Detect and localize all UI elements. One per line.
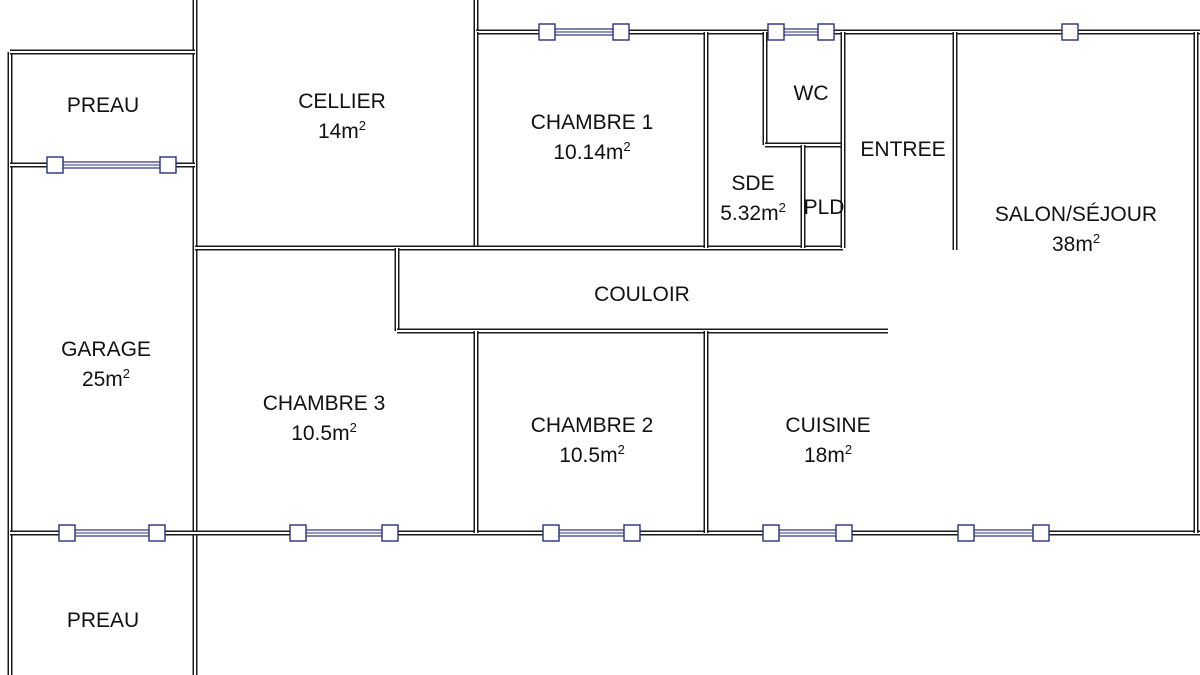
room-area: 25m2 — [81, 366, 131, 391]
room-sde: SDE 5.32m2 — [720, 169, 786, 229]
window — [58, 524, 166, 542]
room-area: 38m2 — [1051, 231, 1101, 256]
room-name: SALON/SÉJOUR — [994, 203, 1158, 226]
room-pld: PLD — [804, 193, 845, 223]
window — [289, 524, 399, 542]
room-salon-sejour: SALON/SÉJOUR 38m2 — [995, 200, 1157, 260]
room-couloir: COULOIR — [594, 280, 690, 310]
room-name: ENTREE — [860, 138, 946, 161]
room-cellier: CELLIER 14m2 — [298, 87, 386, 147]
room-garage: GARAGE 25m2 — [61, 335, 151, 395]
room-chambre-3: CHAMBRE 3 10.5m2 — [263, 389, 386, 449]
room-name: CHAMBRE 1 — [530, 111, 654, 134]
room-name: PREAU — [66, 94, 140, 117]
room-name: CELLIER — [298, 90, 386, 113]
window — [538, 23, 630, 41]
room-area: 5.32m2 — [720, 200, 786, 225]
room-chambre-1: CHAMBRE 1 10.14m2 — [531, 108, 654, 168]
room-name: CHAMBRE 2 — [530, 414, 654, 437]
room-area: 10.14m2 — [553, 139, 631, 164]
room-name: GARAGE — [61, 338, 151, 361]
room-entree: ENTREE — [860, 135, 945, 165]
room-name: PREAU — [66, 609, 140, 632]
room-cuisine: CUISINE 18m2 — [785, 411, 870, 471]
window — [1061, 23, 1079, 41]
window — [46, 156, 177, 174]
window — [957, 524, 1050, 542]
room-preau-top: PREAU — [67, 91, 139, 121]
room-name: CUISINE — [785, 414, 871, 437]
room-chambre-2: CHAMBRE 2 10.5m2 — [531, 411, 654, 471]
room-name: COULOIR — [594, 283, 690, 306]
room-name: WC — [793, 82, 829, 105]
window — [762, 524, 853, 542]
room-area: 10.5m2 — [559, 442, 625, 467]
room-name: SDE — [731, 172, 775, 195]
room-name: CHAMBRE 3 — [262, 392, 386, 415]
room-area: 14m2 — [317, 118, 367, 143]
window — [767, 23, 835, 41]
window — [542, 524, 641, 542]
room-name: PLD — [803, 196, 845, 219]
room-preau-bottom: PREAU — [67, 606, 139, 636]
room-area: 18m2 — [803, 442, 853, 467]
room-area: 10.5m2 — [291, 420, 357, 445]
room-wc: WC — [794, 79, 829, 109]
